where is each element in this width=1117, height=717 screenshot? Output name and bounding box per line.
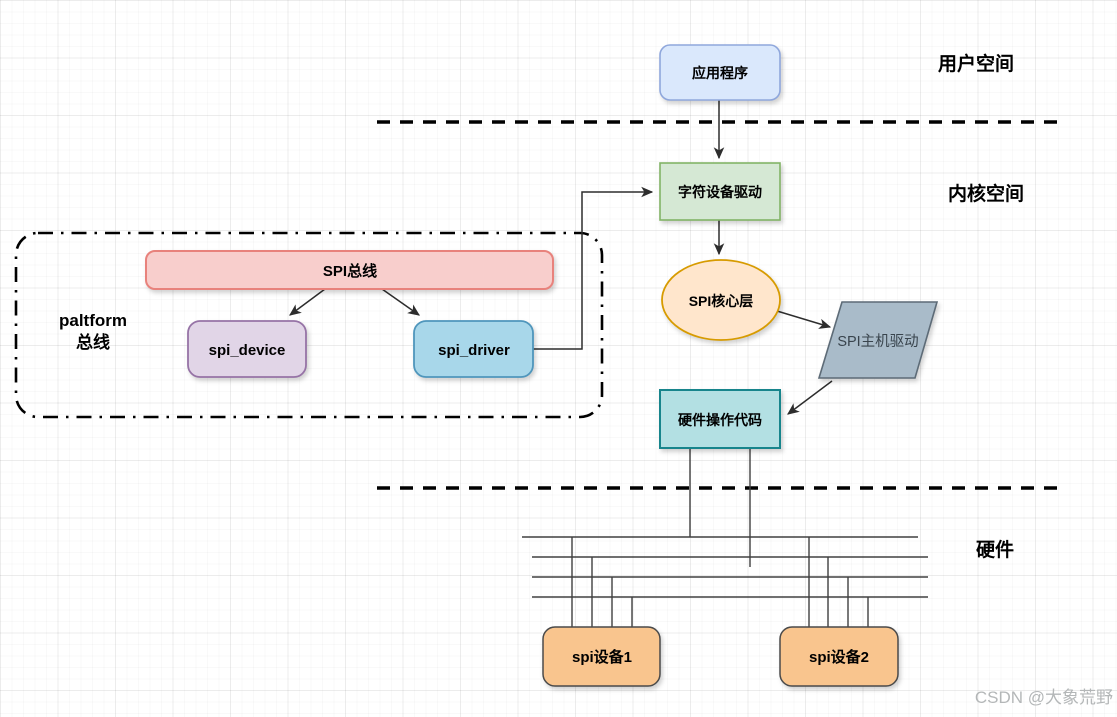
platform-bus-container <box>14 231 604 419</box>
arrow-spibus-to-spidevice <box>289 288 326 316</box>
platform-bus-label-line2: 总线 <box>76 332 110 352</box>
spi-device-label: spi_device <box>209 342 286 359</box>
spi-core-ellipse <box>661 259 781 341</box>
spi-host-driver-parallelogram <box>817 301 939 379</box>
application-label: 应用程序 <box>692 65 748 81</box>
spi-host-driver-label: SPI主机驱动 <box>837 333 918 350</box>
user-space-label: 用户空间 <box>938 52 1014 75</box>
arrow-spicore-to-host <box>776 310 832 329</box>
hw-ops-box <box>659 389 781 449</box>
application-box <box>659 44 781 101</box>
watermark: CSDN @大象荒野 <box>975 688 1113 707</box>
spi-bus-label: SPI总线 <box>323 262 377 280</box>
connector-spidriver-to-chardev <box>533 186 654 350</box>
char-device-driver-box <box>659 162 781 221</box>
spi-dev1-box <box>542 626 661 687</box>
char-device-driver-label: 字符设备驱动 <box>678 184 762 200</box>
spi-dev2-label: spi设备2 <box>809 648 869 666</box>
platform-bus-label-line1: paltform <box>59 311 127 330</box>
spi-device-box <box>187 320 307 378</box>
spi-dev1-label: spi设备1 <box>572 648 632 666</box>
spi-driver-label: spi_driver <box>438 342 510 359</box>
arrow-host-to-hwops <box>787 380 833 415</box>
kernel-space-label: 内核空间 <box>948 182 1024 205</box>
spi-driver-box <box>413 320 534 378</box>
spi-dev2-box <box>779 626 899 687</box>
arrow-spibus-to-spidriver <box>381 288 420 316</box>
spi-core-label: SPI核心层 <box>689 293 754 309</box>
spi-bus-box <box>145 250 554 290</box>
hardware-label: 硬件 <box>976 538 1014 561</box>
hw-ops-label: 硬件操作代码 <box>678 412 762 428</box>
